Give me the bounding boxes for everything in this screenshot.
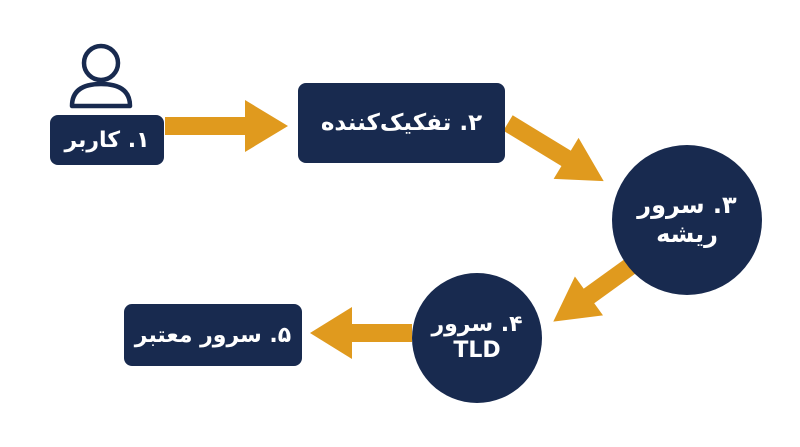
arrow-root-to-tld bbox=[553, 254, 642, 322]
node-root-line2: ریشه bbox=[656, 220, 718, 248]
node-resolver-label: ۲. تفکیک‌کننده bbox=[320, 110, 483, 136]
node-tld-line2: TLD bbox=[453, 338, 501, 363]
node-authoritative-label: ۵. سرور معتبر bbox=[134, 322, 292, 348]
node-tld-line1: ۴. سرور bbox=[431, 311, 523, 337]
node-resolver: ۲. تفکیک‌کننده bbox=[298, 83, 505, 163]
user-icon bbox=[69, 43, 133, 109]
arrow-resolver-to-root bbox=[503, 115, 604, 182]
arrow-tld-to-authoritative bbox=[310, 307, 412, 359]
node-user-label: ۱. کاربر bbox=[64, 127, 150, 153]
node-root-server: ۳. سرور ریشه bbox=[612, 145, 762, 295]
node-root-line1: ۳. سرور bbox=[637, 191, 737, 220]
arrow-user-to-resolver bbox=[165, 100, 288, 152]
node-user: ۱. کاربر bbox=[50, 115, 164, 165]
node-tld-server: ۴. سرور TLD bbox=[412, 273, 542, 403]
node-authoritative-server: ۵. سرور معتبر bbox=[124, 304, 302, 366]
